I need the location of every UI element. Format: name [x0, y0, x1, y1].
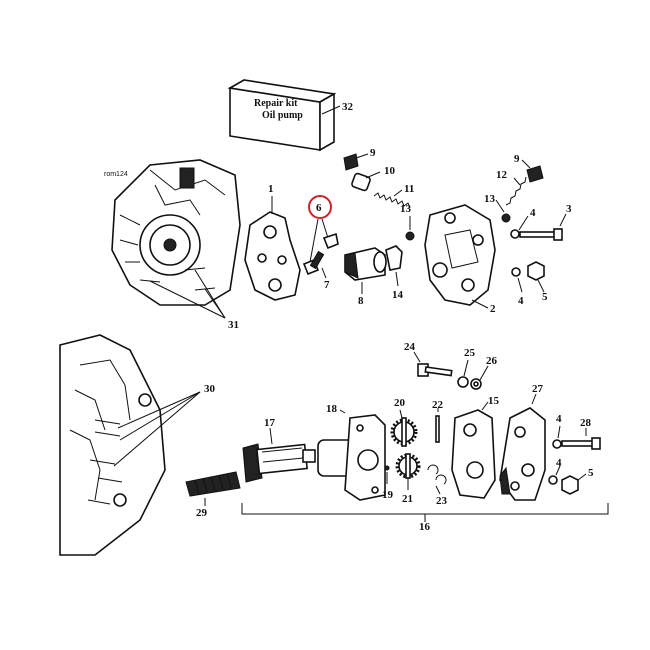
- worm-gear-part-29: [185, 471, 241, 497]
- spring-part-11: [373, 192, 411, 209]
- callout-30: 30: [204, 383, 216, 395]
- callout-15: 15: [488, 395, 500, 407]
- callout-18: 18: [326, 403, 338, 415]
- callout-24: 24: [404, 341, 416, 353]
- bolt-part-24: [417, 363, 453, 377]
- callout-5-top: 5: [542, 291, 548, 303]
- callout-11: 11: [404, 183, 414, 195]
- pin-part-19: [384, 465, 390, 471]
- callout-31: 31: [228, 319, 239, 331]
- pump-body-part-18: [317, 414, 386, 501]
- callout-17: 17: [264, 417, 276, 429]
- callout-28: 28: [580, 417, 592, 429]
- callout-13-right: 13: [484, 193, 496, 205]
- callout-13-left: 13: [400, 203, 412, 215]
- callout-9-right: 9: [514, 153, 520, 165]
- assembly-bracket-16: [241, 503, 609, 522]
- pump-cover-part-2: [424, 204, 496, 306]
- callout-12: 12: [496, 169, 508, 181]
- cap-part-9-right: [526, 165, 544, 183]
- kit-label-line2: Oil pump: [262, 110, 303, 121]
- callout-22: 22: [432, 399, 444, 411]
- gear-part-20: [390, 417, 418, 447]
- gear-shaft-part-17: [242, 443, 316, 483]
- nut-part-5-top: [527, 261, 545, 281]
- washer-part-4-low2: [548, 475, 558, 485]
- gasket-part-1: [244, 211, 301, 301]
- bolt-part-28: [561, 437, 601, 450]
- callout-2: 2: [490, 303, 496, 315]
- ball-part-13-right: [501, 213, 511, 223]
- callout-4-low2: 4: [556, 457, 562, 469]
- callout-3: 3: [566, 203, 572, 215]
- kit-label-line1: Repair kit: [254, 98, 298, 109]
- callout-6: 6: [316, 202, 322, 214]
- clips-part-23: [427, 464, 447, 485]
- repair-kit-box: Repair kit Oil pump: [227, 79, 337, 152]
- washer-part-25: [457, 376, 469, 388]
- callout-9-left: 9: [370, 147, 376, 159]
- callout-20: 20: [394, 397, 406, 409]
- callout-32: 32: [342, 101, 354, 113]
- callout-4-mid: 4: [518, 295, 524, 307]
- cap-part-9-left: [343, 153, 359, 171]
- callout-10: 10: [384, 165, 396, 177]
- bolt-part-3: [519, 228, 563, 241]
- callout-5-bottom: 5: [588, 467, 594, 479]
- engine-case-lower: [59, 334, 166, 556]
- callout-29: 29: [196, 507, 208, 519]
- callout-4-low1: 4: [556, 413, 562, 425]
- nut-part-5-bottom: [561, 475, 579, 495]
- key-part-22: [435, 415, 440, 443]
- callout-19: 19: [382, 489, 394, 501]
- highlight-circle-6: [308, 195, 332, 219]
- callout-14: 14: [392, 289, 404, 301]
- cover-part-27: [499, 407, 546, 501]
- ball-part-13-left: [405, 231, 415, 241]
- callout-27: 27: [532, 383, 544, 395]
- gasket-part-15: [451, 409, 496, 499]
- gear-part-21: [395, 453, 421, 479]
- callout-23: 23: [436, 495, 448, 507]
- fitting-part-10: [351, 172, 371, 192]
- callout-16: 16: [419, 521, 431, 533]
- washer-part-4-low1: [552, 439, 562, 449]
- washer-part-4-mid: [511, 267, 521, 277]
- washer-part-4-top: [510, 229, 520, 239]
- callout-4-top: 4: [530, 207, 536, 219]
- callout-8: 8: [358, 295, 364, 307]
- engine-case-upper: [111, 159, 241, 306]
- pin-part-7: [309, 250, 325, 270]
- drive-part-8: [344, 247, 387, 281]
- callout-1: 1: [268, 183, 274, 195]
- spring-part-12: [505, 176, 527, 206]
- plate-part-14: [385, 245, 403, 271]
- callout-7: 7: [324, 279, 330, 291]
- callout-26: 26: [486, 355, 498, 367]
- reference-code: rom124: [104, 171, 128, 178]
- callout-21: 21: [402, 493, 413, 505]
- callout-25: 25: [464, 347, 476, 359]
